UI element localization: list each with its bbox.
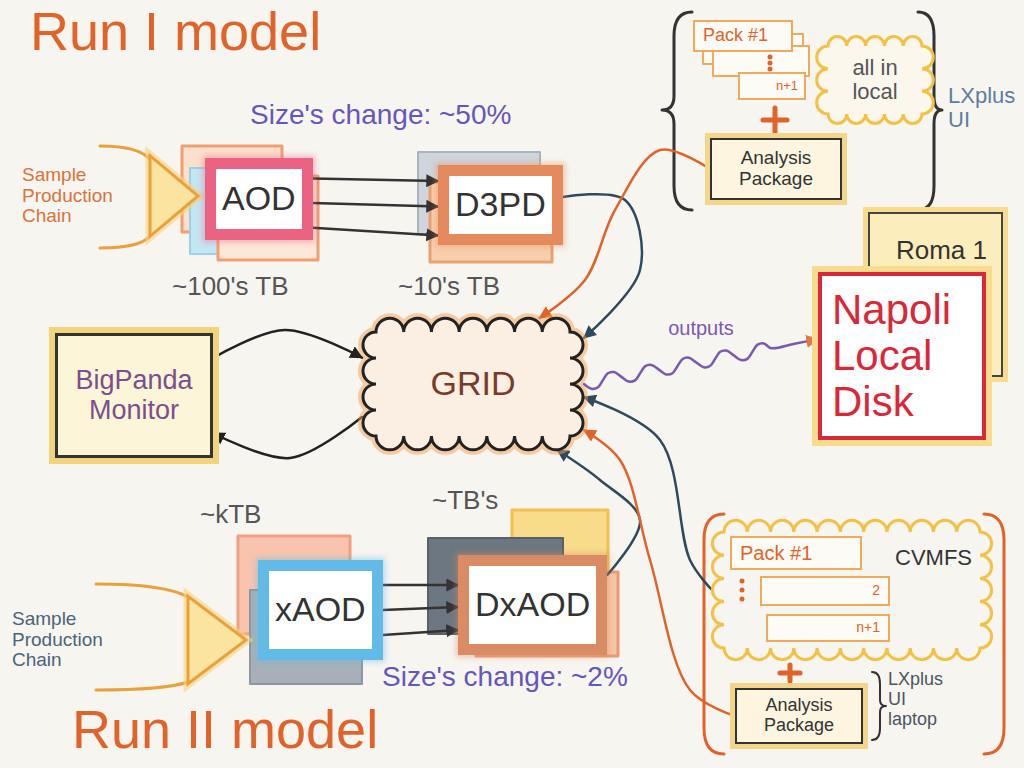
size-label: ~10's TB	[398, 272, 500, 301]
data-box: xAOD	[258, 560, 383, 660]
production-funnel: Sample Production Chain	[8, 588, 248, 692]
funnel-glow	[150, 156, 198, 237]
cloud-glow	[363, 318, 583, 450]
platform-note: LXplus UI	[948, 84, 1018, 132]
connector	[313, 179, 438, 182]
connector	[383, 607, 458, 610]
data-box: DxAOD	[458, 555, 607, 655]
connector	[563, 194, 642, 338]
brace	[662, 12, 692, 210]
package-box: Analysis Package	[710, 138, 842, 200]
connector	[313, 228, 438, 236]
brace	[872, 672, 886, 740]
funnel-triangle	[188, 596, 246, 683]
production-funnel: Sample Production Chain	[18, 148, 200, 244]
cloud-shape	[363, 318, 583, 450]
ellipsis-dot	[740, 597, 745, 602]
connector	[584, 339, 818, 389]
package-card: Pack #1	[730, 536, 862, 570]
node-text: Roma 1	[896, 236, 987, 265]
cloud-shape	[817, 37, 934, 124]
node-text: AOD	[222, 180, 296, 217]
node-text: Analysis Package	[720, 148, 832, 190]
size-label: ~100's TB	[172, 272, 289, 301]
cloud-shape	[712, 520, 991, 659]
connector	[540, 149, 710, 318]
node-text: xAOD	[275, 591, 366, 628]
flow-curve	[96, 584, 188, 690]
node-text: Sample Production Chain	[22, 165, 132, 228]
ellipsis-dot	[740, 588, 745, 593]
section-title: Run II model	[72, 700, 378, 759]
connector	[383, 584, 458, 587]
node-text: Pack #1	[703, 26, 768, 46]
node-text: DxAOD	[475, 586, 590, 623]
node-text: Analysis Package	[745, 696, 853, 736]
data-box: AOD	[205, 158, 313, 240]
monitor-box: BigPanda Monitor	[55, 333, 213, 458]
funnel-glow	[188, 596, 246, 683]
bracket	[984, 514, 1004, 754]
package-card: Pack #1	[693, 20, 793, 52]
node-text: n+1	[776, 79, 798, 93]
plus-sign	[780, 665, 800, 681]
package-card: 2	[760, 576, 890, 606]
note-cloud: all in local	[818, 36, 932, 124]
platform-note: LXplus UI laptop	[888, 670, 950, 729]
size-label: ~kTB	[200, 500, 261, 529]
node-text: all in local	[836, 56, 914, 104]
funnel-triangle	[150, 156, 198, 237]
node-text: CVMFS	[895, 546, 972, 570]
ellipsis-dot	[740, 579, 745, 584]
connector	[313, 203, 438, 207]
section-title: Run I model	[30, 2, 321, 61]
ellipsis-dot	[768, 67, 773, 72]
size-label: ~TB's	[432, 486, 498, 515]
grid-cloud: GRID	[362, 318, 584, 450]
size-note: Size's change: ~50%	[250, 100, 511, 131]
data-box: D3PD	[438, 165, 563, 245]
node-text: Pack #1	[740, 542, 812, 564]
node-text: D3PD	[455, 186, 546, 223]
size-note: Size's change: ~2%	[382, 662, 628, 693]
package-card: n+1	[738, 72, 806, 100]
connector	[383, 630, 458, 635]
package-box: Analysis Package	[735, 688, 863, 744]
plus-sign	[763, 108, 787, 132]
ellipsis-dot	[768, 61, 773, 66]
node-text: GRID	[431, 365, 516, 402]
node-text: n+1	[856, 620, 880, 635]
connector	[213, 417, 362, 458]
package-card: n+1	[766, 614, 890, 642]
node-text: Sample Production Chain	[12, 609, 130, 672]
disk-box: Napoli Local Disk	[818, 272, 986, 440]
node-text: 2	[872, 583, 880, 598]
edge-label: outputs	[664, 316, 738, 340]
connector	[213, 330, 362, 358]
cvmfs-cloud: CVMFS Pack #1 2 n+1	[712, 520, 992, 660]
node-text: Napoli Local Disk	[832, 287, 972, 426]
node-text: BigPanda Monitor	[64, 366, 204, 425]
ellipsis-dot	[768, 55, 773, 60]
